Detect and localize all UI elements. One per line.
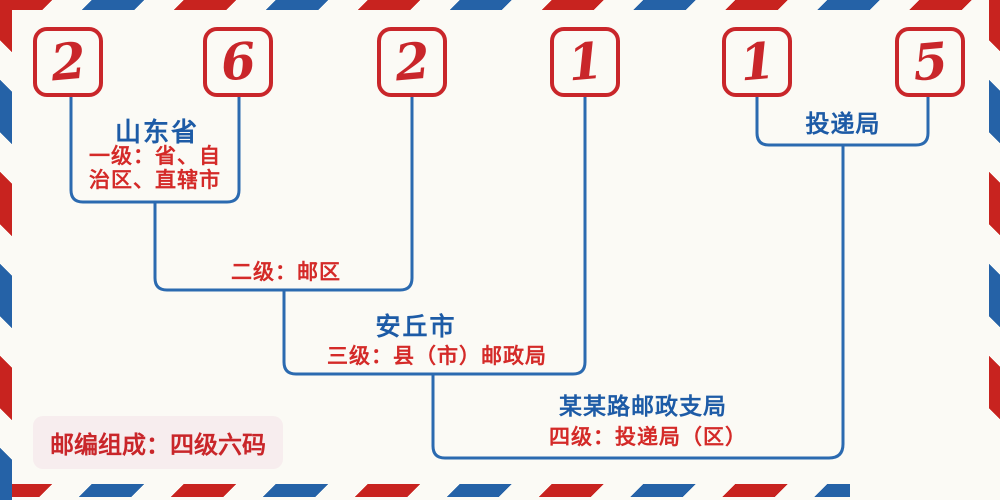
postal-digit-box-6: 5 xyxy=(895,27,965,97)
postal-digit-5: 1 xyxy=(737,30,777,93)
level4-branch-name: 某某路邮政支局 xyxy=(559,394,727,420)
postal-digit-6: 5 xyxy=(910,30,950,93)
postal-digit-1: 2 xyxy=(48,30,88,93)
level1-description-line1: 一级：省、自 xyxy=(89,144,221,168)
composition-note-box: 邮编组成：四级六码 xyxy=(33,416,283,469)
airmail-border-top xyxy=(0,0,1000,10)
connector-delivery-office-bracket xyxy=(755,95,930,147)
postal-digit-4: 1 xyxy=(565,30,605,93)
level3-city-name: 安丘市 xyxy=(375,312,457,341)
postal-digit-box-1: 2 xyxy=(33,27,103,97)
postal-digit-box-5: 1 xyxy=(722,27,792,97)
postal-digit-box-3: 2 xyxy=(377,27,447,97)
composition-note-text: 邮编组成：四级六码 xyxy=(50,430,266,459)
bottom-right-blank-patch xyxy=(850,420,1000,500)
level2-description: 二级：邮区 xyxy=(231,260,341,284)
airmail-border-left xyxy=(0,0,12,500)
delivery-office-label: 投递局 xyxy=(805,110,881,138)
connector-level4-bracket xyxy=(431,146,845,460)
level3-description: 三级：县（市）邮政局 xyxy=(327,344,547,368)
level1-description: 一级：省、自 治区、直辖市 xyxy=(89,144,221,192)
level4-description: 四级：投递局（区） xyxy=(549,425,747,449)
postal-digit-box-4: 1 xyxy=(550,27,620,97)
level1-province-name: 山东省 xyxy=(114,118,200,148)
postal-digit-2: 6 xyxy=(218,30,258,93)
postal-digit-3: 2 xyxy=(392,30,432,93)
postal-digit-box-2: 6 xyxy=(203,27,273,97)
airmail-border-right xyxy=(989,0,1000,500)
airmail-border-bottom xyxy=(0,484,1000,497)
level1-description-line2: 治区、直辖市 xyxy=(89,168,221,192)
